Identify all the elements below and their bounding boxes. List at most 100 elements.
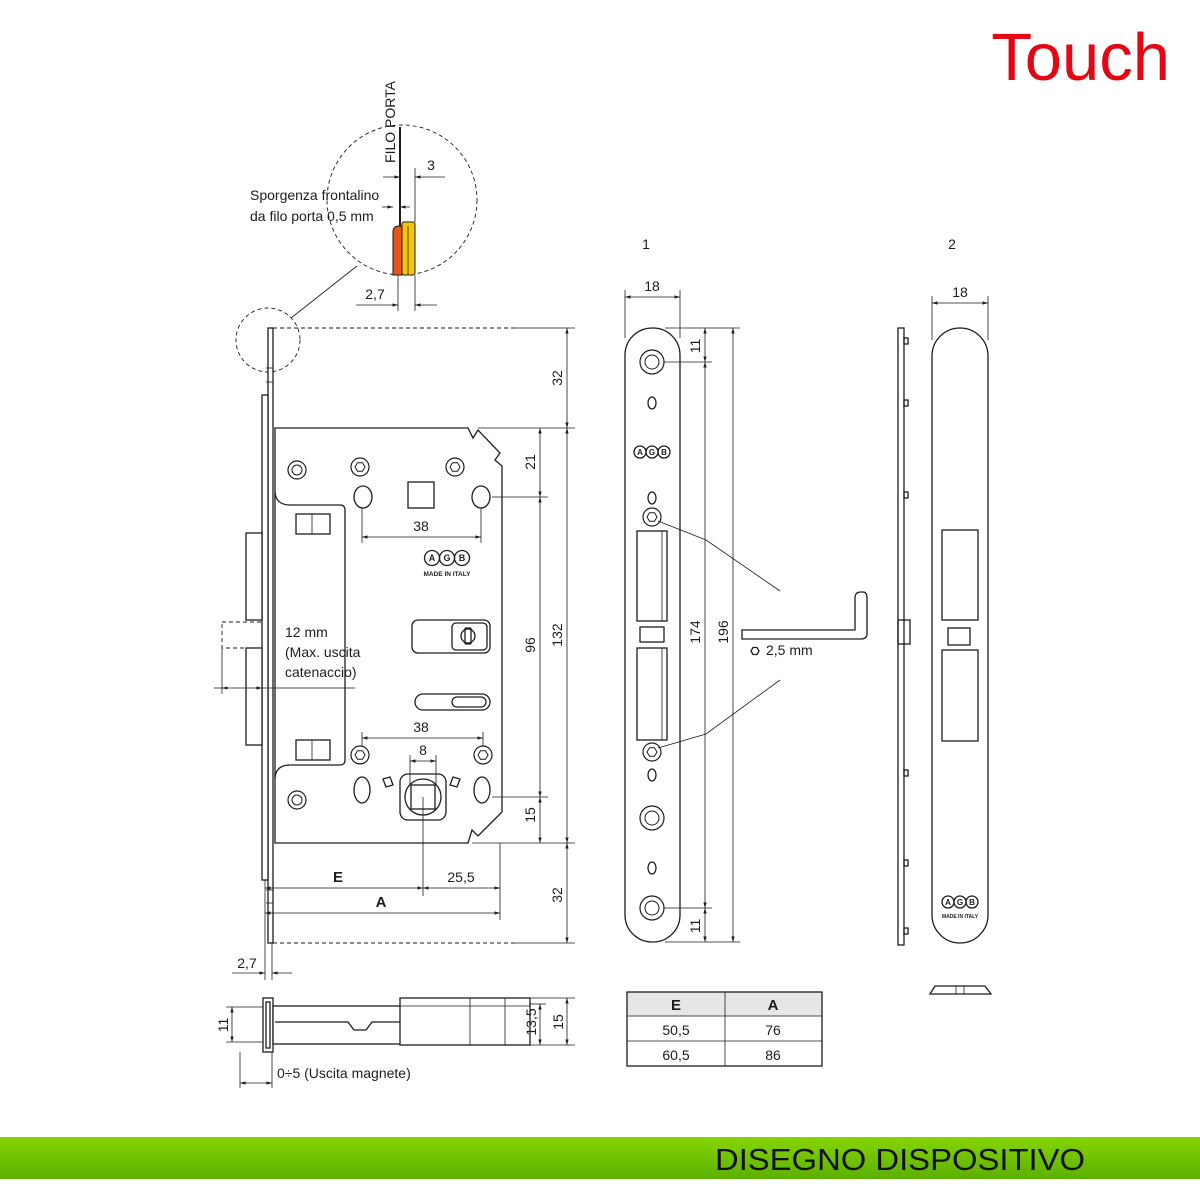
follower-stop: [449, 776, 461, 788]
hexagon-icon: [750, 646, 760, 656]
faceplate-front: [261, 394, 269, 881]
fixing-hole: [353, 485, 373, 509]
latch-bolt-bottom: [295, 739, 331, 761]
faceplate: [267, 327, 274, 944]
made-in-italy: MADE IN ITALY: [942, 914, 979, 920]
table-header-bg: [627, 992, 822, 1016]
dimension-32-bottom: 32: [549, 887, 565, 903]
adjust-screw-icon: [642, 742, 662, 762]
dimension-21: 21: [522, 454, 538, 470]
lock-front-view: A G B MADE IN ITALY 38 38 8: [214, 327, 575, 980]
profile-tab: [897, 619, 911, 645]
table-cell: 76: [765, 1022, 781, 1038]
profile-tab: [903, 399, 909, 407]
profile-tab: [903, 491, 909, 499]
deadbolt-max-extension: [221, 621, 263, 649]
strike-plate-2: 2 A G B MADE IN ITALY 18: [897, 236, 993, 995]
dimension-2-7-detail: 2,7: [365, 286, 385, 302]
table-cell: 86: [765, 1047, 781, 1063]
dimension-A: A: [376, 894, 387, 911]
dimension-32-top: 32: [549, 370, 565, 386]
latch-bolt-top: [295, 513, 331, 535]
strike-cover-end-view: [928, 985, 993, 995]
round-screw-icon: [287, 460, 307, 480]
view-label-1: 1: [642, 236, 650, 252]
strike-plate-1: 1 A G B 18: [624, 236, 781, 943]
dimension-96: 96: [522, 637, 538, 653]
dimension-132: 132: [549, 623, 565, 647]
logo-letter: G: [443, 553, 450, 563]
dimension-174: 174: [687, 620, 703, 644]
profile-tab: [903, 859, 909, 867]
faceplate-section-yellow: [401, 221, 416, 276]
dimension-11-bottom: 11: [687, 919, 703, 934]
magnet-slot: [414, 693, 491, 711]
dimension-25-5: 25,5: [447, 869, 474, 885]
dimension-13-5: 13,5: [523, 1008, 539, 1035]
detail-circle: [326, 124, 478, 276]
hex-screw-icon: [350, 745, 370, 765]
magnet-note: 0÷5 (Uscita magnete): [277, 1065, 411, 1081]
hex-key-icon: [741, 591, 868, 640]
fixing-slot: [353, 776, 371, 804]
hex-key-size: 2,5 mm: [766, 642, 813, 658]
countersunk-hole-icon: [639, 895, 665, 921]
agb-logo: A G B MADE IN ITALY: [424, 549, 471, 578]
table-cell: 60,5: [662, 1047, 689, 1063]
footer-bar: [0, 1137, 1200, 1179]
logo-letter: A: [637, 448, 643, 457]
dimension-3: 3: [427, 157, 435, 173]
profile-tab: [903, 769, 909, 777]
dimension-15-section: 15: [550, 1014, 566, 1030]
latch-opening: [636, 530, 668, 622]
logo-letter: G: [649, 448, 655, 457]
dimension-table: E A 50,5 76 60,5 86: [626, 991, 823, 1067]
dimension-38-top: 38: [413, 518, 429, 534]
square-hole: [407, 481, 435, 509]
faceplate-edge-inner: [265, 1001, 271, 1049]
strike1-width: 18: [644, 278, 660, 294]
agb-logo: A G B MADE IN ITALY: [941, 895, 979, 920]
bolt-note-line2: (Max. uscita: [285, 644, 361, 660]
small-slot: [647, 491, 657, 505]
logo-letter: G: [957, 898, 963, 907]
cylinder-cutout: [411, 619, 491, 654]
view-label-2: 2: [948, 236, 956, 252]
bolt-note-line1: 12 mm: [285, 624, 328, 640]
magnet-slot-inner: [451, 696, 487, 708]
leader-line: [657, 520, 781, 592]
dimension-196: 196: [715, 620, 731, 644]
agb-logo: A G B: [633, 445, 671, 459]
leader-line: [657, 679, 781, 749]
round-screw-icon: [287, 790, 307, 810]
logo-letter: A: [429, 553, 436, 563]
cylinder-hole: [460, 628, 476, 644]
cylinder-key-slot: [464, 627, 472, 645]
strike-plate-side-profile: [897, 327, 905, 946]
faceplate-edge: [262, 997, 274, 1053]
faceplate-section-orange: [392, 225, 403, 276]
profile-tab: [903, 927, 909, 935]
latch-tongue: [245, 532, 263, 621]
hex-screw-icon: [445, 457, 465, 477]
hex-screw-icon: [473, 745, 493, 765]
countersunk-hole-icon: [639, 349, 665, 375]
follower-stop: [382, 776, 394, 788]
profile-tab: [903, 337, 909, 345]
table-header-E: E: [671, 997, 681, 1014]
logo-letter: A: [945, 898, 951, 907]
door-line-label: FILO PORTA: [382, 80, 398, 163]
sensor-window: [639, 626, 665, 643]
bolt-opening: [941, 649, 979, 742]
strike-cover-outline: [931, 327, 989, 944]
dimension-15: 15: [522, 807, 538, 823]
logo-letter: B: [969, 898, 975, 907]
dimension-38-bottom: 38: [413, 719, 429, 735]
dimension-11-top: 11: [687, 339, 703, 354]
case-edge-block: [399, 997, 531, 1046]
faceplate-note-line2: da filo porta 0,5 mm: [250, 208, 374, 224]
table-cell: 50,5: [662, 1022, 689, 1038]
dimension-2-7-bottom: 2,7: [237, 955, 257, 971]
hex-screw-icon: [350, 457, 370, 477]
hex-key: 2,5 mm: [741, 591, 868, 658]
